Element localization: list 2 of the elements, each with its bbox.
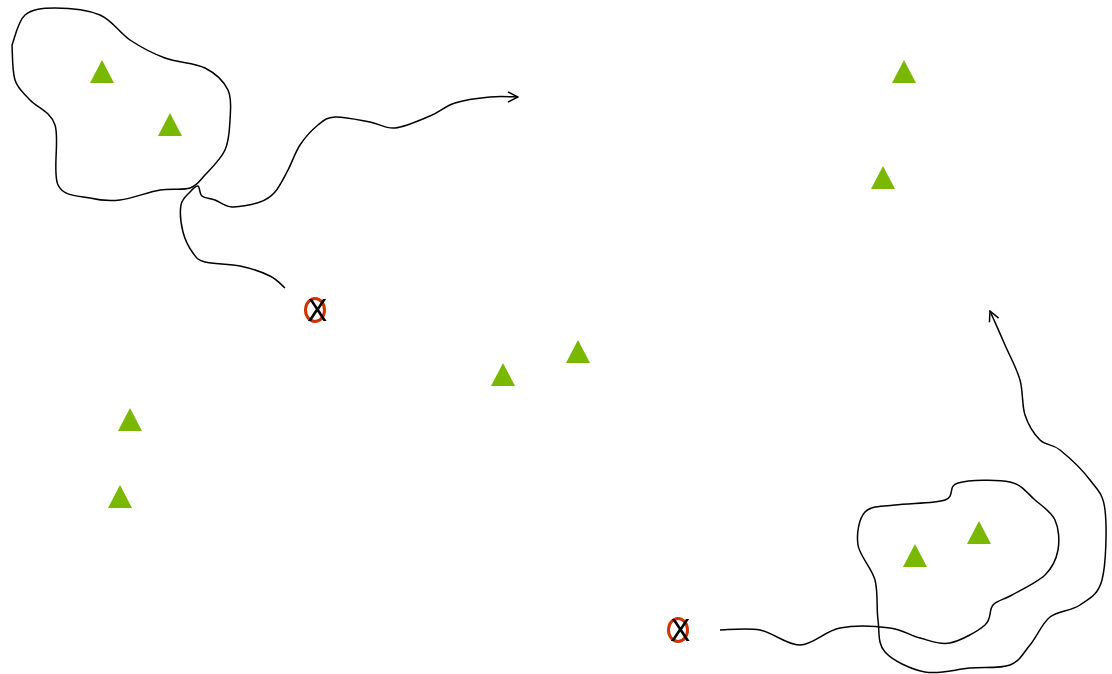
arrow (179, 91, 519, 289)
arrow (719, 310, 1107, 674)
